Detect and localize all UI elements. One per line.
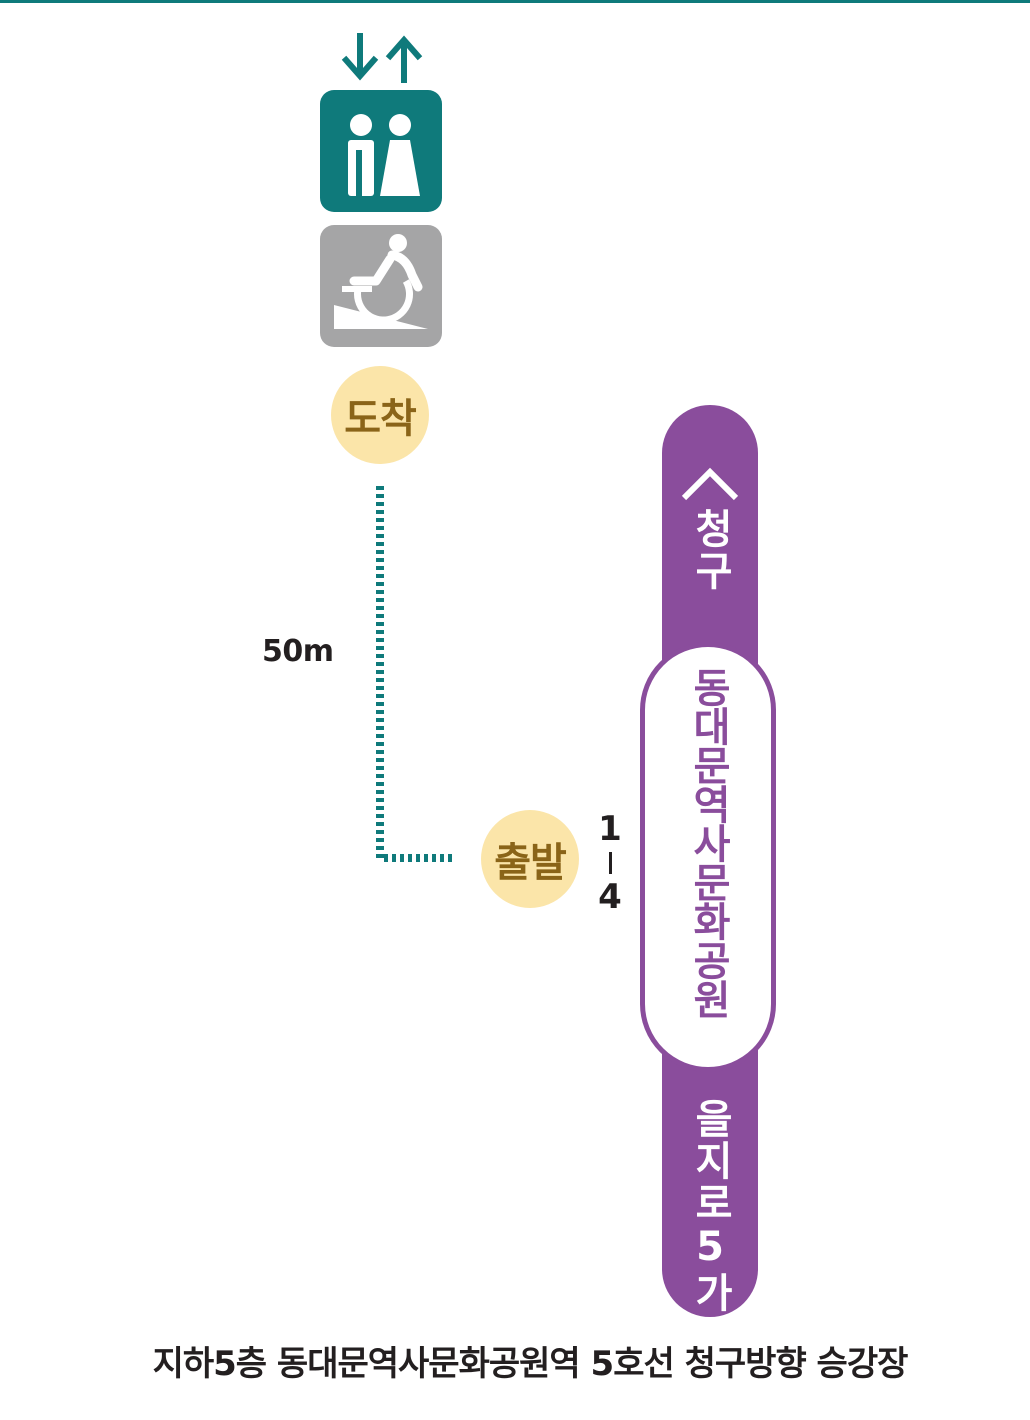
distance-label: 50m bbox=[262, 634, 334, 669]
arrival-badge: 도착 bbox=[331, 366, 429, 464]
arrival-label: 도착 bbox=[344, 396, 417, 442]
door-number: 4 bbox=[598, 877, 622, 917]
platform-door-position: 1 4 bbox=[592, 812, 628, 914]
departure-label: 출발 bbox=[494, 840, 567, 886]
caption: 지하5층 동대문역사문화공원역 5호선 청구방향 승강장 bbox=[152, 1344, 909, 1384]
top-rule bbox=[0, 0, 1030, 3]
elevator-icon bbox=[320, 90, 442, 212]
current-station-pill: 동대문역사문화공원 bbox=[640, 642, 776, 1072]
chevron-up-icon bbox=[681, 467, 739, 501]
station-name: 동대문역사문화공원 bbox=[685, 667, 731, 1018]
direction-down-label: 을지로5가 bbox=[687, 1098, 733, 1314]
wheelchair-ramp-icon bbox=[320, 225, 442, 347]
car-number: 1 bbox=[598, 809, 622, 849]
elevator-arrows-icon bbox=[341, 33, 423, 83]
direction-up-label: 청구 bbox=[687, 508, 733, 592]
departure-badge: 출발 bbox=[481, 810, 579, 908]
position-separator bbox=[608, 852, 612, 874]
